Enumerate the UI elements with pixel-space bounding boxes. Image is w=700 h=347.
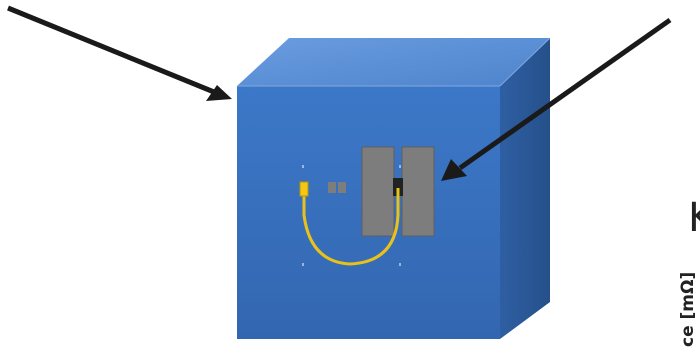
- yellow-connector: [299, 181, 309, 197]
- corner-ticks: [245, 40, 547, 334]
- left-arrow: [7, 5, 232, 101]
- yellow-wire: [299, 181, 400, 266]
- side-letter: K: [688, 198, 700, 238]
- rotated-axis-label: ce [mΩ]: [678, 271, 698, 347]
- left-gray-block: [361, 146, 395, 237]
- rotated-axis-label-container: ce [mΩ]: [676, 247, 700, 347]
- cube-top-face: [237, 38, 550, 86]
- small-gray-component: [328, 182, 346, 193]
- arrows: [7, 5, 672, 181]
- cube-side-face: [500, 38, 550, 339]
- gray-block-pair: [361, 146, 435, 237]
- right-arrow: [441, 17, 672, 181]
- gap-connector: [393, 178, 403, 196]
- blue-cube: [237, 37, 551, 339]
- right-gray-block: [401, 146, 435, 237]
